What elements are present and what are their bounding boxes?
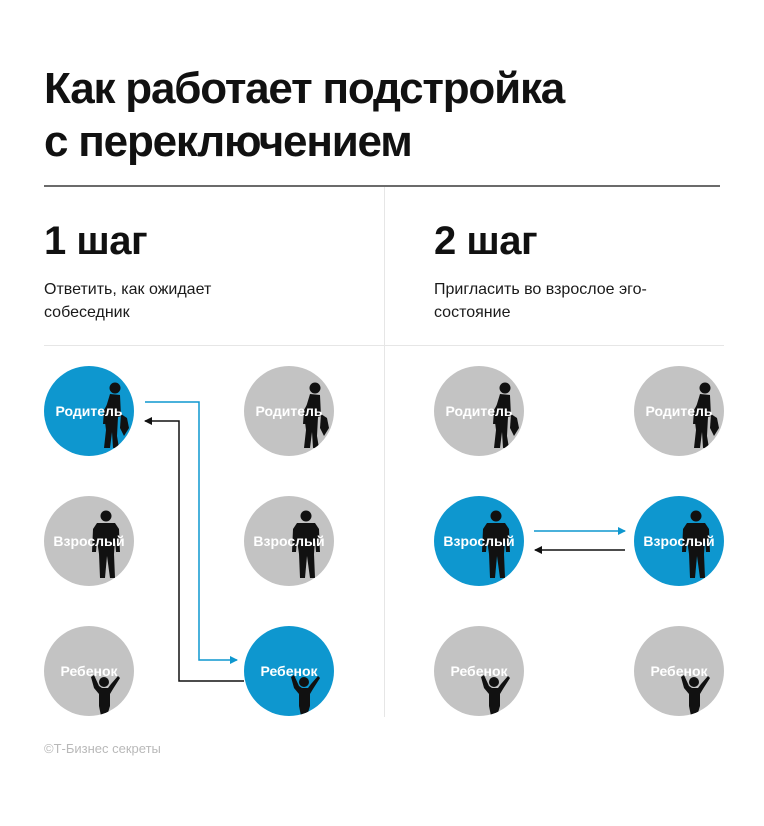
adult-silhouette-icon [292,510,320,578]
step-2-description: Пригласить во взрослое эго-состояние [434,281,647,321]
step-2-left-adult-node: Взрослый [434,496,524,586]
parent-silhouette-icon [103,382,129,448]
credit-text: ©Т-Бизнес секреты [44,741,161,756]
step-1-divider [44,345,384,346]
step-1-arrow-child-to-parent [144,417,244,682]
step-1-left-child-node: Ребенок [44,626,134,716]
step-2-left-child-node: Ребенок [434,626,524,716]
step-2-right-adult-node: Взрослый [634,496,724,586]
step-1-arrow-parent-to-child [145,401,238,664]
title-line-2: с переключением [44,117,413,166]
step-2-right-parent-node: Родитель [634,366,724,456]
parent-silhouette-icon [303,382,329,448]
column-divider [384,187,385,717]
step-1-description: Ответить, как ожидает собеседник [44,281,212,321]
step-1-right-adult-node: Взрослый [244,496,334,586]
step-1-title: 1 шаг [44,219,148,263]
adult-silhouette-icon [92,510,120,578]
node-label: Родитель [645,403,713,419]
node-label: Взрослый [443,533,515,549]
node-label: Ребенок [650,663,708,679]
step-2-right-child-node: Ребенок [634,626,724,716]
node-label: Ребенок [450,663,508,679]
node-label: Родитель [255,403,323,419]
step-2-divider [385,345,724,346]
title-line-1: Как работает подстройка [44,64,565,113]
child-silhouette-icon [291,675,320,716]
parent-silhouette-icon [493,382,519,448]
step-1-left-parent-node: Родитель [44,366,134,456]
child-silhouette-icon [91,675,120,716]
node-label: Ребенок [60,663,118,679]
step-1-left-adult-node: Взрослый [44,496,134,586]
node-label: Взрослый [53,533,125,549]
node-label: Ребенок [260,663,318,679]
node-label: Родитель [55,403,123,419]
node-label: Взрослый [643,533,715,549]
step-1-right-child-node: Ребенок [244,626,334,716]
child-silhouette-icon [481,675,510,716]
adult-silhouette-icon [482,510,510,578]
step-2-title: 2 шаг [434,219,538,263]
node-label: Родитель [445,403,513,419]
node-label: Взрослый [253,533,325,549]
adult-silhouette-icon [682,510,710,578]
child-silhouette-icon [681,675,710,716]
step-2-left-parent-node: Родитель [434,366,524,456]
parent-silhouette-icon [693,382,719,448]
step-1-right-parent-node: Родитель [244,366,334,456]
title-divider [44,185,720,187]
